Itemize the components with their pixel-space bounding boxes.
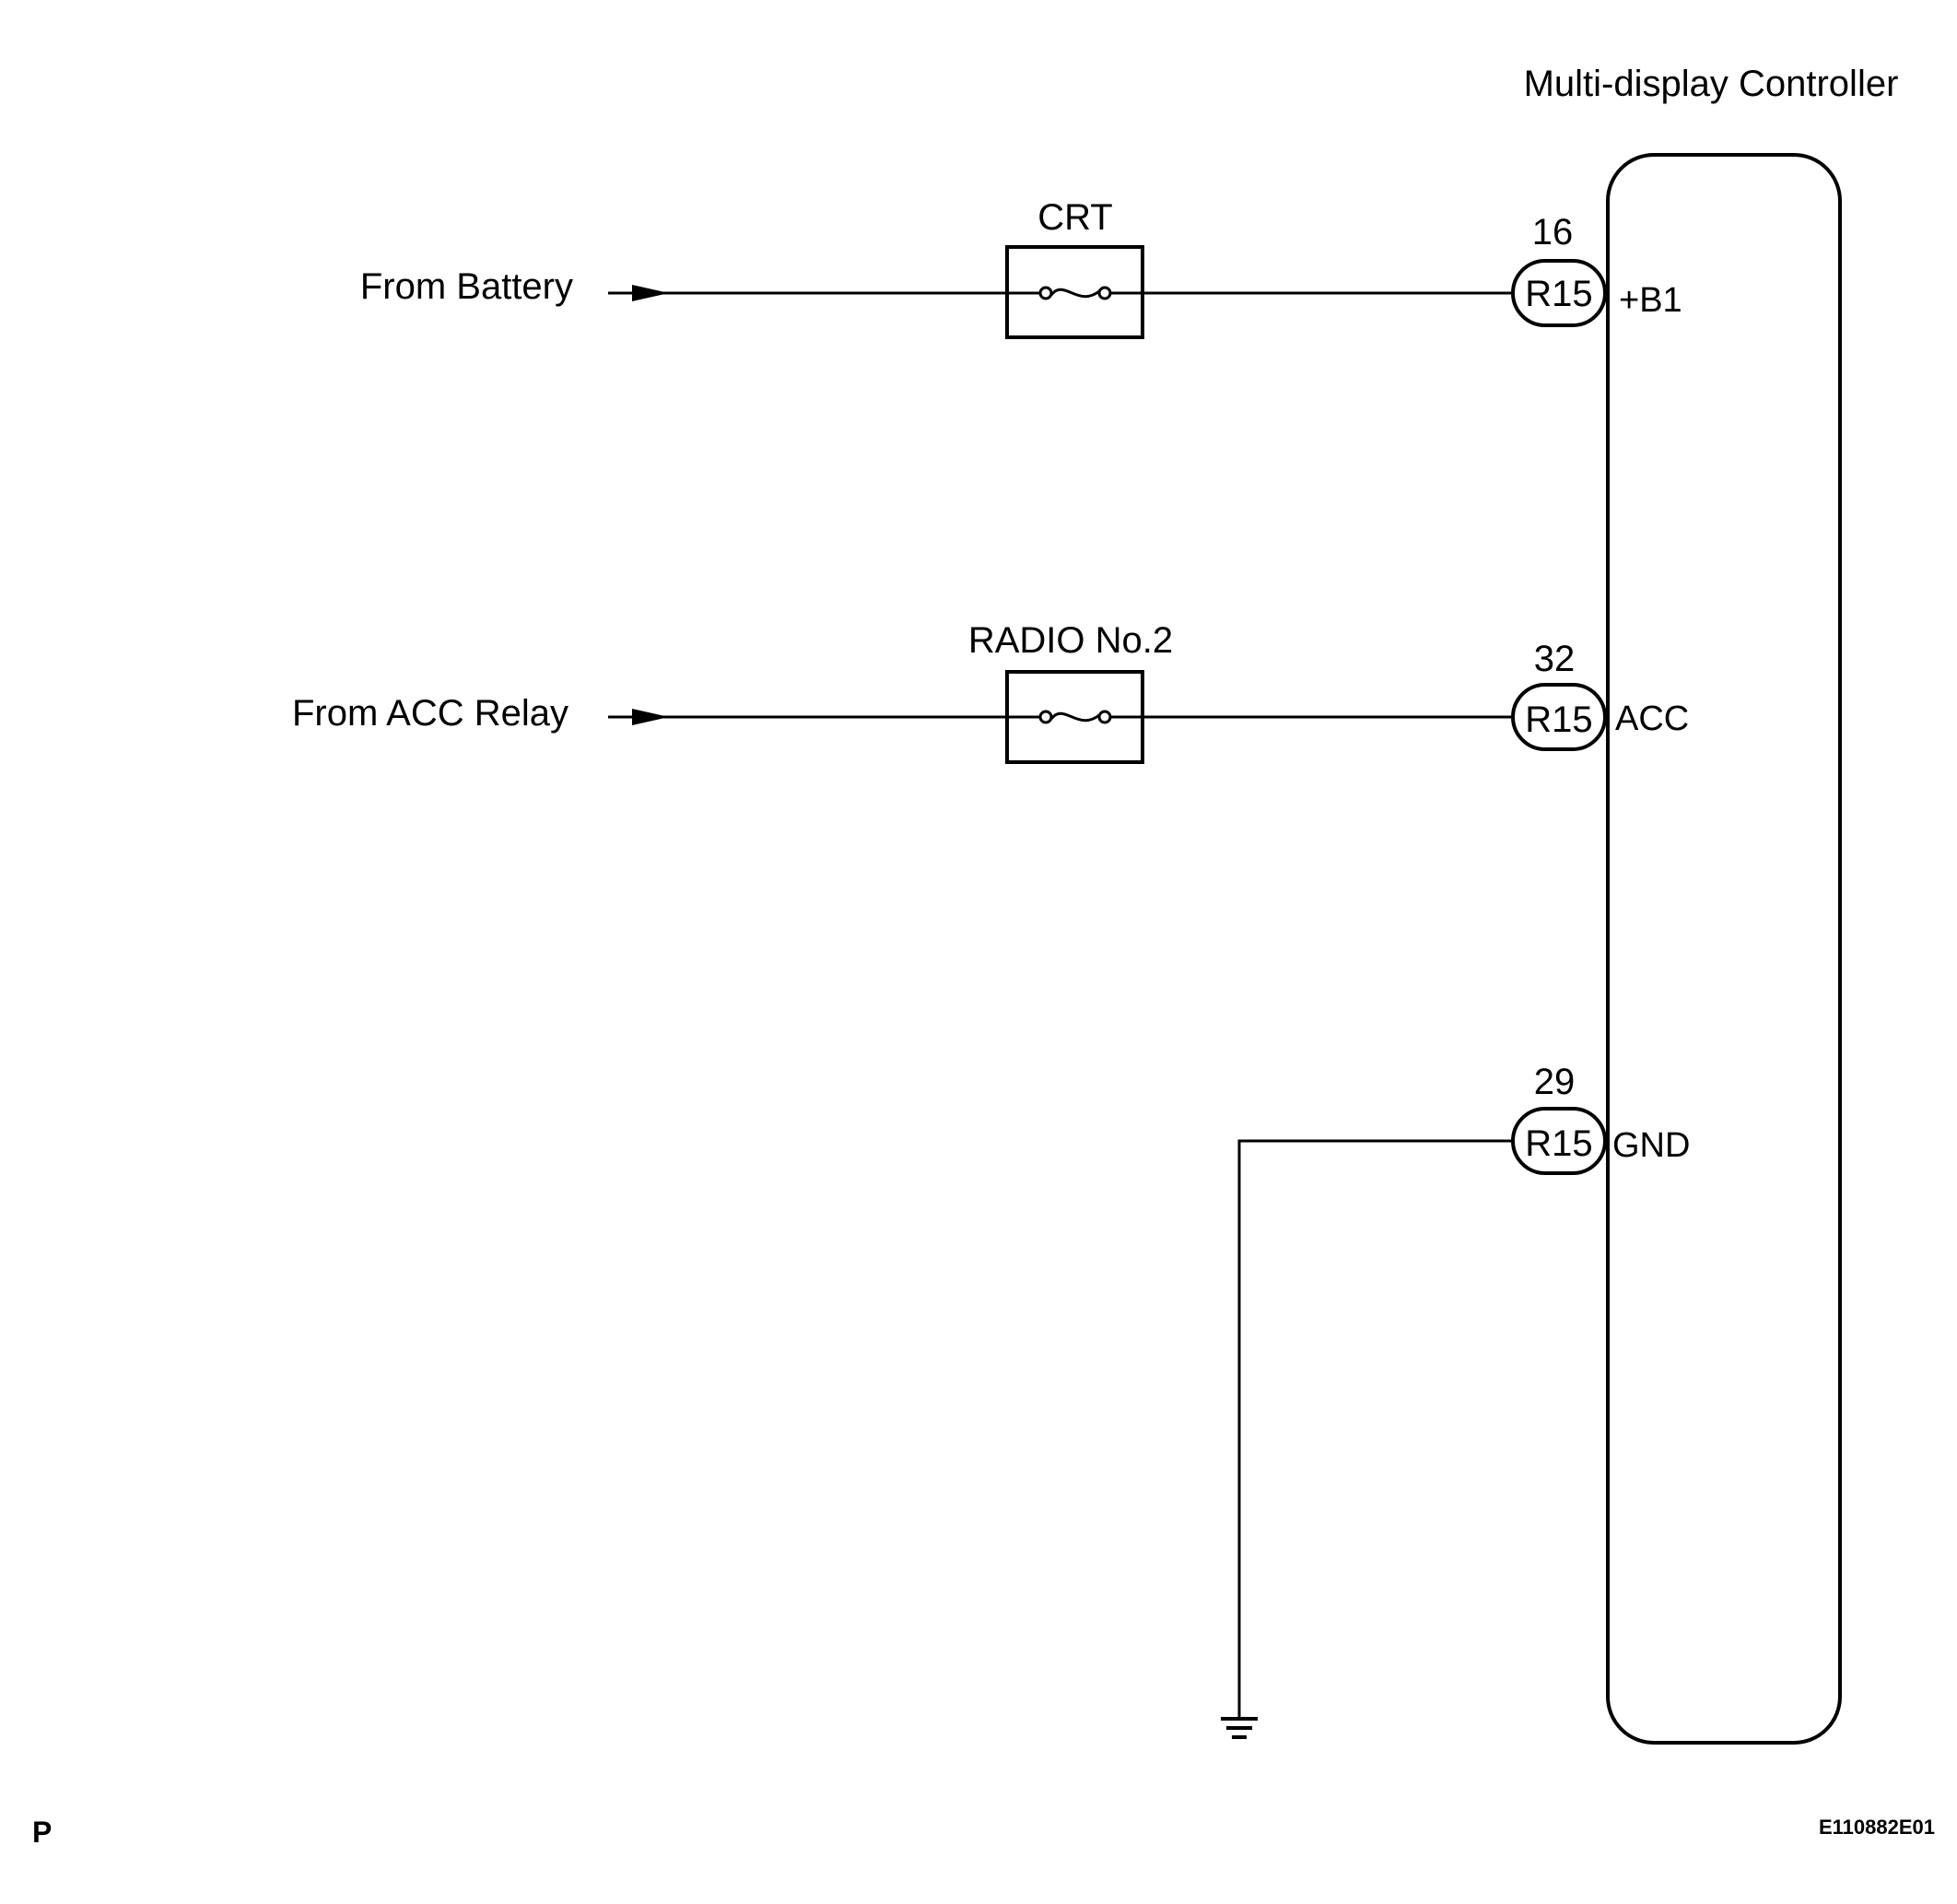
ground-icon [1221, 1717, 1258, 1739]
connector-pin-32 [1511, 683, 1607, 751]
footer-code: P [32, 1816, 52, 1849]
circuit-battery: From Battery CRT 16 R15 +B1 [360, 197, 1682, 339]
connector-pin-16 [1511, 259, 1607, 327]
circuit-acc-relay: From ACC Relay RADIO No.2 32 R15 ACC [292, 620, 1689, 764]
fuse-icon [1005, 245, 1144, 339]
multi-display-controller-box [1606, 153, 1842, 1745]
terminal-label: ACC [1615, 699, 1689, 738]
connector-label: R15 [1525, 274, 1592, 314]
pin-number: 16 [1532, 212, 1574, 253]
terminal-label: GND [1612, 1126, 1690, 1165]
pin-number: 32 [1534, 639, 1576, 679]
fuse-icon [1005, 670, 1144, 764]
wire-ground [1237, 1139, 1513, 1719]
controller-title: Multi-display Controller [1524, 64, 1899, 104]
source-label-battery: From Battery [360, 266, 573, 307]
fuse-label-radio: RADIO No.2 [968, 620, 1173, 661]
fuse-label-crt: CRT [1037, 197, 1112, 238]
terminal-label: +B1 [1619, 281, 1682, 320]
circuit-ground: 29 R15 GND [1221, 1062, 1690, 1739]
connector-label: R15 [1525, 699, 1592, 740]
figure-id: E110882E01 [1819, 1816, 1935, 1839]
connector-label: R15 [1525, 1123, 1592, 1164]
pin-number: 29 [1534, 1062, 1576, 1102]
source-label-acc-relay: From ACC Relay [292, 693, 568, 734]
